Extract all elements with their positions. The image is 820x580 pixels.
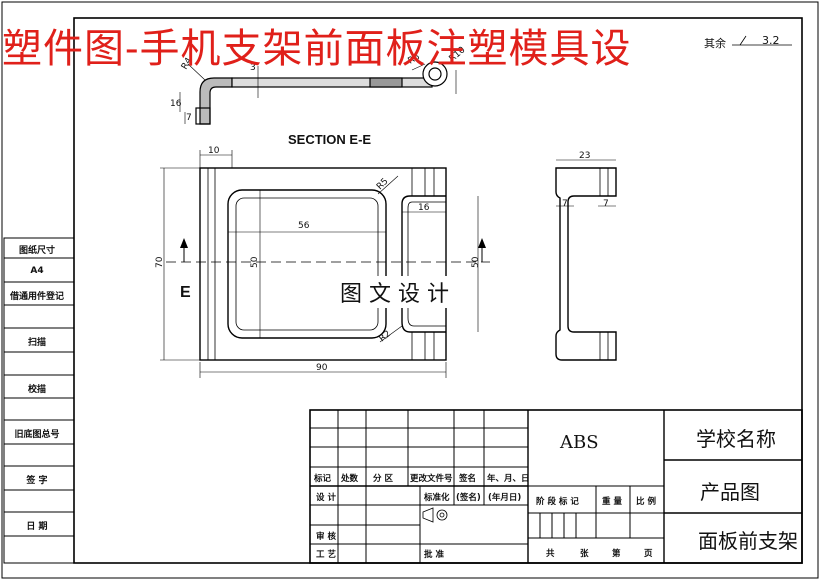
dim-70: 70: [155, 256, 165, 268]
side-label-old-number: 旧底图总号: [14, 430, 60, 440]
watermark-text: 图 文 设 计: [336, 276, 453, 308]
front-view: [166, 167, 490, 361]
side-label-trace: 校描: [27, 385, 46, 395]
dim-16: 16: [170, 99, 182, 109]
side-label-paper-size: 图纸尺寸: [18, 246, 55, 256]
dim-r2: R2: [378, 329, 394, 344]
side-label-register: 借通用件登记: [9, 292, 64, 302]
tb-scale: 比 例: [636, 497, 656, 507]
tb-design: 设 计: [316, 493, 336, 503]
dim-50-right: 50: [471, 256, 481, 268]
tb-sheet-unit: 张: [580, 549, 589, 559]
section-label: SECTION E-E: [288, 132, 371, 147]
tb-header-zone: 分 区: [373, 474, 393, 484]
side-label-sign: 签 字: [26, 476, 48, 486]
roughness-note: 其余: [704, 37, 726, 50]
tb-sheet-no: 第: [612, 549, 621, 559]
tb-sheet-page: 页: [644, 549, 653, 559]
tb-drawing-type: 产品图: [700, 480, 760, 504]
dim-56: 56: [298, 221, 310, 231]
tb-header-count: 处数: [341, 474, 359, 484]
left-margin-strip: [3, 237, 75, 564]
front-dimension-lines: [160, 150, 479, 378]
tb-date-paren: (年月日): [488, 493, 522, 503]
dim-r5-front: R5: [375, 177, 391, 193]
tb-part-name: 面板前支架: [698, 529, 798, 553]
tb-approve: 批 准: [424, 550, 444, 560]
side-label-a4: A4: [30, 266, 44, 276]
title-banner: 塑件图-手机支架前面板注塑模具设: [2, 26, 632, 72]
tb-header-sign: 签名: [459, 474, 477, 484]
tb-school-name: 学校名称: [696, 427, 776, 451]
dim-50-left: 50: [250, 256, 260, 268]
dim-7-left: 7: [562, 199, 568, 209]
tb-stage-mark: 阶 段 标 记: [536, 497, 579, 507]
tb-weight: 重 量: [602, 497, 622, 507]
dim-7: 7: [186, 113, 192, 123]
dim-3: 3: [250, 63, 256, 73]
tb-header-change: 更改文件号: [410, 474, 453, 484]
tb-review: 审 核: [316, 532, 336, 542]
dim-23: 23: [579, 151, 590, 161]
dim-16-front: 16: [418, 203, 430, 213]
tb-material: ABS: [560, 432, 599, 453]
side-dim-texts: 23 7 7: [562, 151, 609, 209]
roughness-value: 3.2: [762, 34, 780, 47]
side-label-scan: 扫描: [27, 338, 46, 348]
dim-90: 90: [316, 363, 328, 373]
top-section-view: [179, 61, 457, 125]
tb-craft: 工 艺: [316, 550, 336, 560]
side-label-date: 日 期: [26, 522, 48, 532]
tb-sheet-total: 共: [546, 549, 555, 559]
tb-header-date: 年、月、日: [487, 474, 530, 484]
side-view: [555, 159, 617, 361]
tb-sign-paren: (签名): [456, 493, 481, 503]
dim-7-right: 7: [603, 199, 609, 209]
title-block-grid: [309, 35, 803, 564]
section-letter: E: [180, 284, 191, 301]
dim-10: 10: [208, 146, 220, 156]
tb-header-mark: 标记: [314, 474, 332, 484]
tb-standard: 标准化: [424, 493, 450, 503]
front-dim-texts: 10 56 R5 16 50 50 70 R2 90: [155, 146, 481, 373]
